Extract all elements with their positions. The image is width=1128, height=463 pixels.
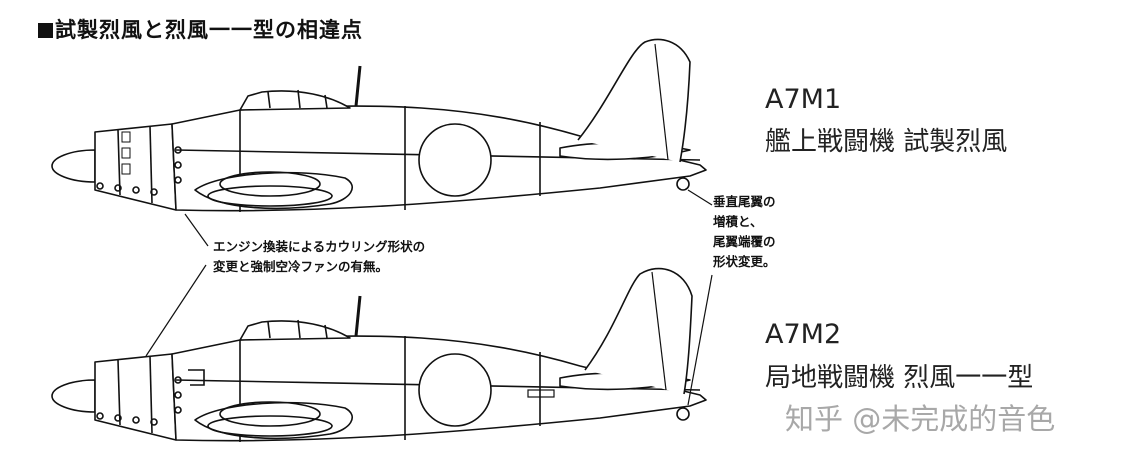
tail-note-line-2: 増積と、 — [713, 214, 763, 229]
tail-note-line-4: 形状変更。 — [713, 254, 776, 269]
watermark: 知乎 @未完成的音色 — [785, 402, 1056, 436]
title-text: 試製烈風と烈風一一型の相違点 — [55, 18, 363, 42]
a7m1-code: A7M1 — [765, 84, 842, 115]
tail-note-line-3: 尾翼端覆の — [713, 234, 776, 249]
a7m1-drawing — [50, 38, 708, 214]
diagram-title: 試製烈風と烈風一一型の相違点 — [38, 14, 363, 44]
engine-callout-line-a — [184, 213, 209, 247]
tail-callout-line-b — [687, 274, 713, 406]
engine-note-line-2: 変更と強制空冷ファンの有無。 — [213, 259, 389, 274]
square-bullet-icon — [38, 23, 53, 38]
tail-note-line-1: 垂直尾翼の — [713, 194, 776, 209]
tail-callout-line-a — [687, 189, 713, 206]
engine-note-line-1: エンジン換装によるカウリング形状の — [213, 239, 426, 254]
a7m2-drawing — [50, 267, 708, 444]
a7m1-name: 艦上戦闘機 試製烈風 — [765, 127, 1008, 157]
a7m2-code: A7M2 — [765, 319, 842, 350]
engine-callout-line-b — [145, 264, 207, 357]
tail-note: 垂直尾翼の 増積と、 尾翼端覆の 形状変更。 — [713, 192, 776, 272]
engine-note: エンジン換装によるカウリング形状の 変更と強制空冷ファンの有無。 — [213, 237, 425, 277]
a7m2-name: 局地戦闘機 烈風一一型 — [765, 363, 1034, 393]
